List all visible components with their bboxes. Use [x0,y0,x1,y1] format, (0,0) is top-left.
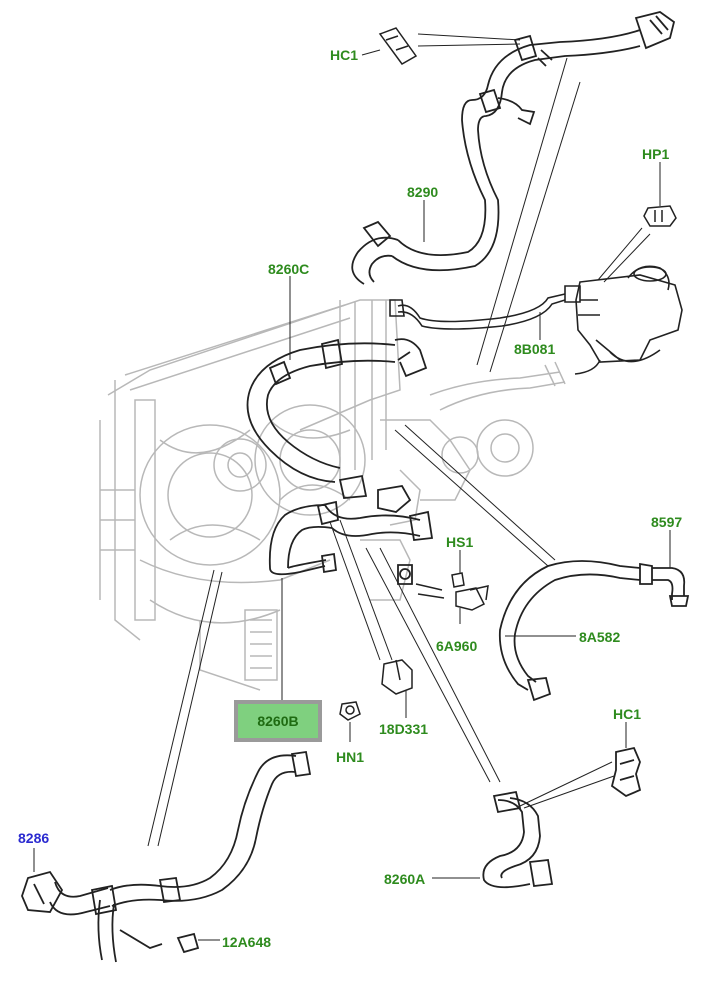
hose-8260c [246,338,428,499]
label-hp1: HP1 [642,146,670,162]
label-8260a: 8260A [384,871,426,887]
label-hc1-top: HC1 [330,47,359,63]
label-8b081: 8B081 [514,341,556,357]
coolant-reservoir [389,265,683,375]
label-6a960: 6A960 [436,638,478,654]
radiator-assembly [99,299,566,691]
hose-thermostat [268,485,434,585]
leader-lines [33,33,671,941]
label-8290: 8290 [407,184,439,200]
small-parts-top [378,27,677,227]
label-8a582: 8A582 [579,629,621,645]
small-parts-mid [339,659,413,721]
bracket-6a960 [415,572,489,611]
label-8286: 8286 [18,830,50,846]
label-8260b: 8260B [257,713,299,729]
hose-8a582 [498,560,690,702]
label-8597: 8597 [651,514,683,530]
hose-8260a [482,746,642,889]
label-hc1-bottom: HC1 [613,706,642,722]
highlight-8260b[interactable]: 8260B [234,700,322,742]
hose-8260b [21,750,312,963]
label-hs1: HS1 [446,534,474,550]
label-18d331: 18D331 [379,721,429,737]
label-8260c: 8260C [268,261,310,277]
label-12a648: 12A648 [222,934,272,950]
hose-8290 [351,11,676,285]
label-hn1: HN1 [336,749,365,765]
